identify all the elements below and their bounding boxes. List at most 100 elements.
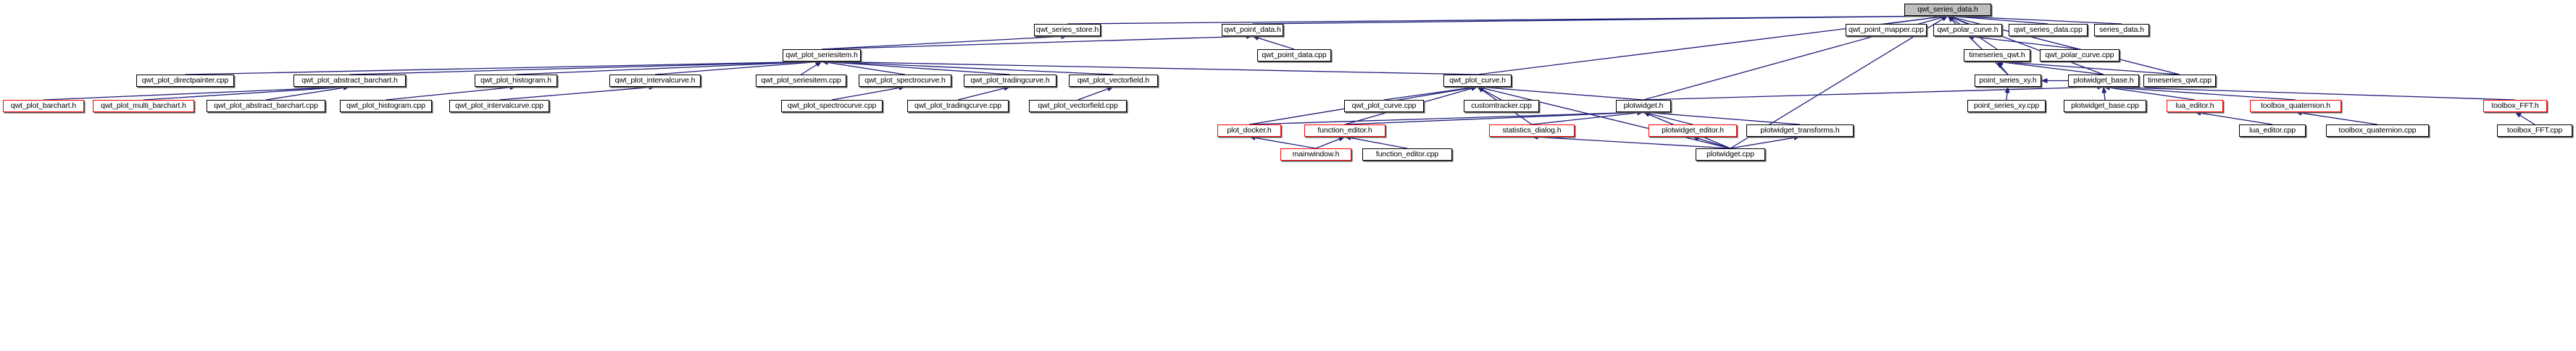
graph-edge (1996, 61, 2009, 75)
graph-node-mainwindow-h[interactable]: mainwindow.h (1280, 148, 1351, 161)
graph-node-qwt-plot-multi-barchart-h[interactable]: qwt_plot_multi_barchart.h (93, 100, 194, 112)
graph-edge (821, 33, 1068, 50)
graph-edge (185, 59, 822, 75)
graph-edge (1531, 135, 1731, 149)
graph-node-qwt-plot-tradingcurve-h[interactable]: qwt_plot_tradingcurve.h (964, 75, 1056, 87)
graph-edge (1477, 86, 1502, 101)
graph-node-lua-editor-h[interactable]: lua_editor.h (2167, 100, 2223, 112)
graph-node-qwt-plot-abstract-barchart-cpp[interactable]: qwt_plot_abstract_barchart.cpp (207, 100, 325, 112)
graph-edge (1885, 14, 1948, 25)
graph-node-timeseries-qwt-cpp[interactable]: timeseries_qwt.cpp (2143, 75, 2216, 87)
graph-node-plotwidget-editor-h[interactable]: plotwidget_editor.h (1648, 124, 1737, 137)
graph-node-toolbox-quaternion-cpp[interactable]: toolbox_quaternion.cpp (2326, 124, 2429, 137)
graph-edge (1315, 136, 1346, 149)
graph-node-series-data-h[interactable]: series_data.h (2094, 24, 2149, 36)
graph-edge (957, 85, 1011, 101)
graph-node-qwt-plot-tradingcurve-cpp[interactable]: qwt_plot_tradingcurve.cpp (907, 100, 1009, 112)
graph-node-customtracker-cpp[interactable]: customtracker.cpp (1464, 100, 1539, 112)
graph-node-plotwidget-base-cpp[interactable]: plotwidget_base.cpp (2064, 100, 2146, 112)
graph-edge (1996, 59, 2180, 75)
graph-edge (1383, 85, 1478, 101)
graph-edge (1344, 109, 1644, 125)
graph-node-plotwidget-cpp[interactable]: plotwidget.cpp (1696, 148, 1765, 161)
graph-node-qwt-plot-histogram-h[interactable]: qwt_plot_histogram.h (475, 75, 557, 87)
graph-node-toolbox-quaternion-h[interactable]: toolbox_quaternion.h (2250, 100, 2341, 112)
graph-edge (2103, 85, 2196, 101)
graph-edge (1692, 136, 1731, 149)
graph-edge (1077, 86, 1114, 101)
graph-node-qwt-point-data-cpp[interactable]: qwt_point_data.cpp (1257, 49, 1331, 62)
graph-node-qwt-plot-spectrocurve-h[interactable]: qwt_plot_spectrocurve.h (859, 75, 951, 87)
graph-edge (654, 59, 822, 75)
graph-node-qwt-plot-seriesitem-cpp[interactable]: qwt_plot_seriesitem.cpp (756, 75, 846, 87)
graph-edge (1643, 84, 2104, 101)
graph-node-qwt-plot-intervalcurve-h[interactable]: qwt_plot_intervalcurve.h (609, 75, 701, 87)
graph-node-point-series-xy-h[interactable]: point_series_xy.h (1975, 75, 2041, 87)
graph-edge (385, 85, 517, 101)
graph-edge (1947, 13, 2122, 25)
graph-edge (801, 61, 822, 75)
graph-edge (515, 59, 822, 75)
graph-node-qwt-series-store-h[interactable]: qwt_series_store.h (1034, 24, 1101, 36)
graph-node-point-series-xy-cpp[interactable]: point_series_xy.cpp (1967, 100, 2046, 112)
graph-node-qwt-plot-abstract-barchart-h[interactable]: qwt_plot_abstract_barchart.h (293, 75, 406, 87)
graph-edge (2103, 85, 2296, 101)
graph-edge (43, 84, 350, 101)
graph-edge (1067, 13, 1948, 25)
graph-edge (1249, 135, 1317, 149)
graph-edge (265, 85, 350, 101)
graph-node-qwt-polar-curve-h[interactable]: qwt_polar_curve.h (1933, 24, 2002, 36)
graph-edge (1249, 109, 1644, 125)
graph-edge (821, 33, 1253, 50)
graph-edge (2514, 111, 2535, 125)
graph-edge (821, 59, 1478, 75)
graph-node-qwt-point-data-h[interactable]: qwt_point_data.h (1222, 24, 1283, 36)
graph-edge (1477, 85, 1644, 101)
graph-edge (1252, 35, 1295, 50)
graph-node-toolbox-FFT-cpp[interactable]: toolbox_FFT.cpp (2497, 124, 2572, 137)
graph-edge (821, 59, 1114, 75)
graph-edge (1947, 15, 1968, 25)
graph-node-qwt-plot-vectorfield-cpp[interactable]: qwt_plot_vectorfield.cpp (1029, 100, 1127, 112)
graph-node-qwt-plot-curve-cpp[interactable]: qwt_plot_curve.cpp (1344, 100, 1424, 112)
graph-node-statistics-dialog-h[interactable]: statistics_dialog.h (1489, 124, 1575, 137)
graph-edge (1996, 59, 2104, 75)
graph-node-qwt-plot-intervalcurve-cpp[interactable]: qwt_plot_intervalcurve.cpp (449, 100, 549, 112)
graph-node-qwt-plot-directpainter-cpp[interactable]: qwt_plot_directpainter.cpp (136, 75, 234, 87)
graph-edge (1531, 110, 1644, 125)
graph-edge (2295, 110, 2378, 125)
graph-node-qwt-series-data-cpp[interactable]: qwt_series_data.cpp (2009, 24, 2088, 36)
graph-node-qwt-plot-seriesitem-h[interactable]: qwt_plot_seriesitem.h (783, 49, 861, 62)
graph-edge (1344, 135, 1408, 149)
graph-edge (1643, 111, 1693, 125)
graph-edge (2101, 86, 2107, 101)
graph-node-qwt-point-mapper-cpp[interactable]: qwt_point_mapper.cpp (1846, 24, 1927, 36)
graph-edge (499, 85, 656, 101)
graph-node-qwt-plot-vectorfield-h[interactable]: qwt_plot_vectorfield.h (1069, 75, 1158, 87)
graph-node-qwt-plot-barchart-h[interactable]: qwt_plot_barchart.h (3, 100, 84, 112)
graph-node-plotwidget-transforms-h[interactable]: plotwidget_transforms.h (1746, 124, 1854, 137)
graph-node-timeseries-qwt-h[interactable]: timeseries_qwt.h (1964, 49, 2030, 62)
graph-edge (821, 59, 906, 75)
graph-edge (1477, 85, 1731, 149)
graph-node-plotwidget-h[interactable]: plotwidget.h (1616, 100, 1671, 112)
graph-node-plot-docker-h[interactable]: plot_docker.h (1217, 124, 1281, 137)
graph-edge (2004, 86, 2010, 101)
graph-node-qwt-plot-spectrocurve-cpp[interactable]: qwt_plot_spectrocurve.cpp (781, 100, 883, 112)
graph-node-qwt-plot-histogram-cpp[interactable]: qwt_plot_histogram.cpp (340, 100, 432, 112)
graph-node-plotwidget-base-h[interactable]: plotwidget_base.h (2068, 75, 2139, 87)
graph-node-toolbox-FFT-h[interactable]: toolbox_FFT.h (2483, 100, 2547, 112)
graph-edge (1252, 13, 1948, 25)
graph-edge (143, 85, 350, 101)
graph-edge (1967, 34, 2080, 50)
graph-edge (349, 59, 822, 75)
graph-edge (2103, 84, 2516, 101)
graph-edge (831, 85, 906, 101)
graph-node-qwt-polar-curve-cpp[interactable]: qwt_polar_curve.cpp (2040, 49, 2119, 62)
graph-node-qwt-series-data-h[interactable]: qwt_series_data.h (1904, 4, 1991, 16)
graph-node-lua-editor-cpp[interactable]: lua_editor.cpp (2239, 124, 2306, 137)
graph-node-qwt-plot-curve-h[interactable]: qwt_plot_curve.h (1443, 75, 1512, 87)
graph-edge (1730, 135, 1801, 149)
graph-node-function-editor-cpp[interactable]: function_editor.cpp (1362, 148, 1452, 161)
graph-node-function-editor-h[interactable]: function_editor.h (1304, 124, 1385, 137)
